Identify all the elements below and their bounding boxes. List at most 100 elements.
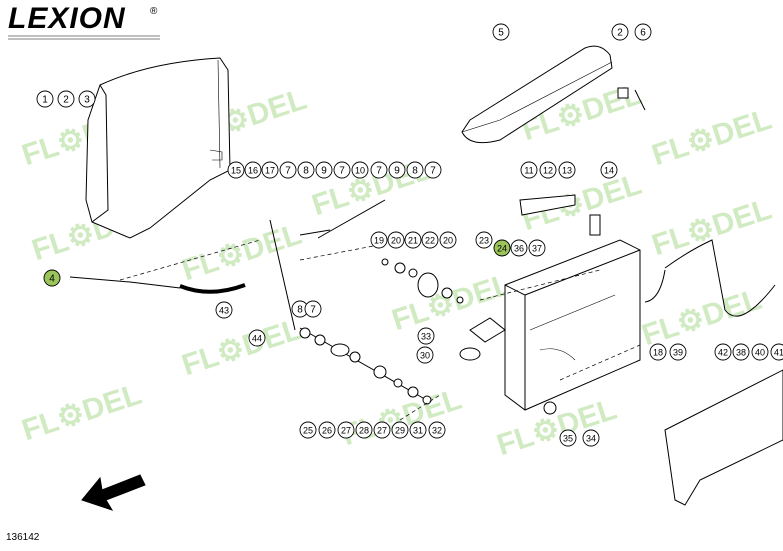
callout-circle — [370, 161, 388, 179]
callout-circle — [355, 421, 373, 439]
callout-number: 8 — [297, 305, 303, 316]
callout-circle — [439, 231, 457, 249]
callout-circle — [520, 161, 538, 179]
registered-mark: ® — [150, 6, 158, 17]
callout-number: 27 — [341, 426, 351, 436]
callout-30: 30 — [416, 346, 434, 364]
callout-circle — [404, 231, 422, 249]
callout-number: 7 — [339, 166, 345, 177]
callout-28: 28 — [355, 421, 373, 439]
header-hatch — [8, 35, 160, 40]
callout-number: 24 — [497, 244, 507, 254]
callout-number: 32 — [432, 426, 442, 436]
callout-circle — [421, 231, 439, 249]
callout-number: 14 — [604, 166, 614, 176]
callout-number: 19 — [374, 236, 384, 246]
callout-circle — [649, 343, 667, 361]
callout-circle — [751, 343, 769, 361]
callout-6: 6 — [634, 23, 652, 41]
callout-number: 30 — [420, 351, 430, 361]
callout-34: 34 — [582, 429, 600, 447]
callout-circle — [318, 421, 336, 439]
callout-number: 37 — [532, 244, 542, 254]
callout-circle — [315, 161, 333, 179]
callout-number: 9 — [321, 166, 327, 177]
callout-27: 27 — [373, 421, 391, 439]
callout-circle — [714, 343, 732, 361]
callout-circle — [492, 23, 510, 41]
callout-circle — [78, 90, 96, 108]
callout-number: 3 — [84, 95, 90, 106]
callout-number: 25 — [303, 426, 313, 436]
callout-15: 15 — [227, 161, 245, 179]
callout-number: 2 — [617, 28, 623, 39]
callout-number: 8 — [412, 166, 418, 177]
callout-number: 38 — [736, 348, 746, 358]
callout-29: 29 — [391, 421, 409, 439]
callout-39: 39 — [669, 343, 687, 361]
callout-42: 42 — [714, 343, 732, 361]
leader-lines — [119, 239, 641, 421]
callout-circle — [333, 161, 351, 179]
callout-circle — [406, 161, 424, 179]
callout-number: 6 — [640, 28, 646, 39]
callout-number: 7 — [310, 305, 316, 316]
callout-number: 41 — [774, 348, 783, 358]
callout-circle — [634, 23, 652, 41]
side-panel — [85, 57, 231, 239]
callout-number: 4 — [49, 274, 55, 285]
callout-circle — [558, 161, 576, 179]
callout-circle — [428, 421, 446, 439]
callout-number: 18 — [653, 348, 663, 358]
callout-23: 23 — [475, 231, 493, 249]
callout-circle — [261, 161, 279, 179]
callout-number: 39 — [673, 348, 683, 358]
callout-24: 24 — [493, 239, 511, 257]
callout-number: 28 — [359, 426, 369, 436]
drawing-number: 136142 — [6, 532, 40, 543]
callout-circle — [510, 239, 528, 257]
brand-logo: LEXION — [8, 2, 126, 35]
linkage-rods — [269, 199, 431, 403]
callout-number: 5 — [498, 28, 504, 39]
callout-circle — [370, 231, 388, 249]
callout-circle — [337, 421, 355, 439]
callout-circle — [387, 231, 405, 249]
callout-number: 1 — [42, 95, 48, 106]
callout-number: 12 — [543, 166, 553, 176]
callout-circle — [582, 429, 600, 447]
callout-16: 16 — [244, 161, 262, 179]
callout-circle — [409, 421, 427, 439]
control-cable — [69, 276, 246, 294]
callout-43: 43 — [215, 301, 233, 319]
switch-wiring — [644, 239, 776, 317]
callout-27: 27 — [337, 421, 355, 439]
callout-circle — [732, 343, 750, 361]
callout-circle — [493, 239, 511, 257]
callout-number: 44 — [252, 334, 262, 344]
callout-2: 2 — [611, 23, 629, 41]
callout-19: 19 — [370, 231, 388, 249]
callout-11: 11 — [520, 161, 538, 179]
callout-number: 27 — [377, 426, 387, 436]
callout-number: 22 — [425, 236, 435, 246]
callout-circle — [299, 421, 317, 439]
callout-circle — [297, 161, 315, 179]
callout-circle — [559, 429, 577, 447]
callout-20: 20 — [439, 231, 457, 249]
callout-circle — [215, 301, 233, 319]
callout-number: 43 — [219, 306, 229, 316]
callout-circle — [539, 161, 557, 179]
callout-7: 7 — [370, 161, 388, 179]
callout-8: 8 — [406, 161, 424, 179]
callout-20: 20 — [387, 231, 405, 249]
callout-circle — [43, 269, 61, 287]
callout-number: 11 — [524, 166, 533, 176]
floor-plate — [664, 369, 783, 506]
callout-21: 21 — [404, 231, 422, 249]
callout-number: 20 — [391, 236, 401, 246]
callout-number: 21 — [408, 236, 418, 246]
armrest — [461, 45, 646, 144]
callout-number: 42 — [718, 348, 728, 358]
callout-circle — [391, 421, 409, 439]
